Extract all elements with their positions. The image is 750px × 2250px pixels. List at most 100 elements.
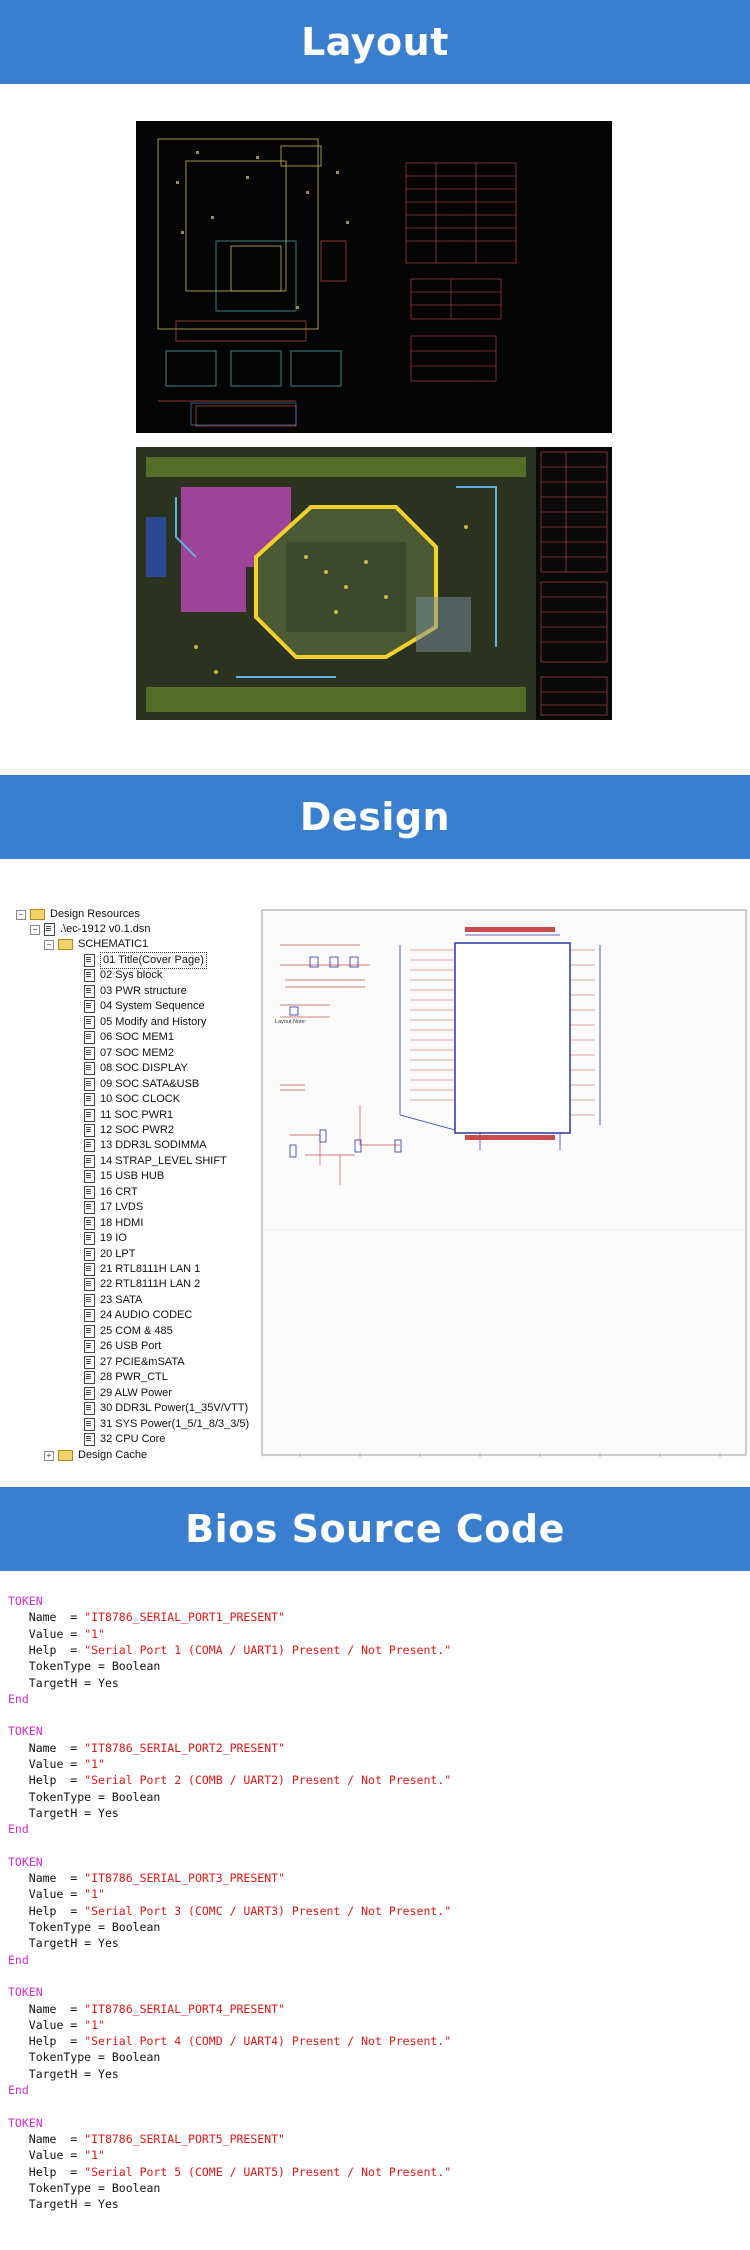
collapse-icon[interactable]: −: [16, 909, 26, 920]
page-icon: [84, 1371, 95, 1385]
dsn-file-icon: [44, 923, 55, 936]
schematic-page-label: 26 USB Port: [100, 1340, 162, 1353]
schematic-page-item[interactable]: 09 SOC SATA&USB: [84, 1077, 199, 1092]
schematic-page-label: 29 ALW Power: [100, 1386, 172, 1399]
code-line: Help = "Serial Port 4 (COMD / UART4) Pre…: [28, 2034, 452, 2049]
token-value: "1": [84, 2148, 105, 2163]
help-key: Help: [28, 2034, 57, 2049]
page-icon: [84, 1263, 95, 1276]
page-icon: [84, 1201, 95, 1215]
token-value: "1": [84, 1887, 105, 1902]
schematic-page-item[interactable]: 06 SOC MEM1: [84, 1030, 174, 1045]
schematic-page-item[interactable]: 22 RTL8111H LAN 2: [84, 1277, 200, 1292]
code-line: TOKEN: [8, 2115, 43, 2131]
schematic-page-item[interactable]: 04 System Sequence: [84, 999, 205, 1014]
schematic-page-item[interactable]: 08 SOC DISPLAY: [84, 1061, 188, 1076]
schematic-page-item[interactable]: 02 Sys block: [84, 968, 162, 983]
collapse-icon[interactable]: −: [44, 939, 54, 950]
schematic-canvas[interactable]: Layout Note:: [260, 905, 750, 1460]
schematic-page-item[interactable]: 15 USB HUB: [84, 1169, 164, 1184]
token-name-value: "IT8786_SERIAL_PORT5_PRESENT": [84, 2131, 285, 2146]
page-icon: [84, 1278, 95, 1292]
token-target-line: TargetH = Yes: [28, 1675, 119, 1690]
code-line: TargetH = Yes: [8, 1805, 119, 1821]
token-help-value: "Serial Port 2 (COMB / UART2) Present / …: [84, 1773, 452, 1788]
schematic-page-item[interactable]: 30 DDR3L Power(1_35V/VTT): [84, 1401, 248, 1416]
schematic-page-item[interactable]: 26 USB Port: [84, 1339, 161, 1354]
page-icon: [84, 1324, 95, 1338]
end-keyword: End: [8, 2083, 29, 2097]
schematic-page-label: 07 SOC MEM2: [100, 1046, 174, 1059]
value-key: Value: [28, 1757, 64, 1771]
pcb-layout-image: [136, 121, 612, 433]
schematic-page-item[interactable]: 14 STRAP_LEVEL SHIFT: [84, 1154, 227, 1169]
tree-dsn-file[interactable]: − .\ec-1912 v0.1.dsn: [30, 922, 151, 937]
schematic-page-item[interactable]: 28 PWR_CTL: [84, 1370, 168, 1385]
schematic-page-item[interactable]: 20 LPT: [84, 1247, 135, 1262]
tree-design-cache[interactable]: + Design Cache: [44, 1448, 147, 1463]
schematic-page-item[interactable]: 03 PWR structure: [84, 984, 187, 999]
schematic-page-item[interactable]: 24 AUDIO CODEC: [84, 1308, 192, 1323]
code-line: TOKEN: [8, 1723, 43, 1739]
token-value: "1": [84, 2017, 105, 2032]
schematic-page-label: 16 CRT: [100, 1185, 138, 1198]
schematic-page-item[interactable]: 27 PCIE&mSATA: [84, 1355, 185, 1370]
schematic-page-item[interactable]: 05 Modify and History: [84, 1015, 206, 1030]
folder-icon: [30, 909, 45, 920]
schematic-page-item[interactable]: 29 ALW Power: [84, 1386, 172, 1401]
tree-root[interactable]: − Design Resources: [16, 907, 140, 922]
schematic-page-item[interactable]: 25 COM & 485: [84, 1324, 173, 1339]
code-line: TargetH = Yes: [8, 2196, 119, 2212]
schematic-page-item[interactable]: 13 DDR3L SODIMMA: [84, 1138, 207, 1153]
schematic-page-item[interactable]: 17 LVDS: [84, 1200, 143, 1215]
code-line: Help = "Serial Port 2 (COMB / UART2) Pre…: [28, 1773, 452, 1788]
code-line: Help = "Serial Port 1 (COMA / UART1) Pre…: [28, 1642, 452, 1657]
design-resources-tree[interactable]: − Design Resources − .\ec-1912 v0.1.dsn …: [10, 905, 261, 1463]
token-help-value: "Serial Port 3 (COMC / UART3) Present / …: [84, 1903, 452, 1918]
schematic-page-item[interactable]: 31 SYS Power(1_5/1_8/3_3/5): [84, 1417, 249, 1432]
schematic-page-item[interactable]: 10 SOC CLOCK: [84, 1092, 180, 1107]
name-key: Name: [28, 1871, 57, 1886]
schematic-page-label: 24 AUDIO CODEC: [100, 1309, 193, 1322]
layout-title: Layout: [301, 20, 449, 64]
token-name-value: "IT8786_SERIAL_PORT1_PRESENT": [84, 1610, 285, 1625]
schematic-page-item[interactable]: 19 IO: [84, 1231, 127, 1246]
code-line: TokenType = Boolean: [8, 1789, 161, 1805]
schematic-page-label: 18 HDMI: [100, 1216, 144, 1229]
schematic-page-item[interactable]: 12 SOC PWR2: [84, 1123, 174, 1138]
schematic-page-label: 23 SATA: [100, 1293, 143, 1306]
code-line: Value = "1": [28, 2017, 105, 2032]
schematic-page-item[interactable]: 32 CPU Core: [84, 1432, 165, 1447]
code-line: Value = "1": [28, 1626, 105, 1641]
bios-code-listing: TOKEN Name = "IT8786_SERIAL_PORT1_PRESEN…: [0, 1591, 750, 2250]
bios-section-header: Bios Source Code: [0, 1487, 750, 1571]
value-key: Value: [28, 2017, 64, 2032]
schematic-page-item[interactable]: 23 SATA: [84, 1293, 142, 1308]
page-icon: [84, 969, 95, 983]
page-icon: [84, 954, 95, 967]
schematic-page-item[interactable]: 21 RTL8111H LAN 1: [84, 1262, 200, 1277]
expand-icon[interactable]: +: [44, 1450, 54, 1461]
token-target-line: TargetH = Yes: [28, 2066, 119, 2081]
schematic-page-label: 05 Modify and History: [100, 1015, 207, 1028]
schematic-page-item[interactable]: 18 HDMI: [84, 1216, 143, 1231]
collapse-icon[interactable]: −: [30, 924, 40, 935]
help-key: Help: [28, 1903, 57, 1918]
schematic-page-item[interactable]: 07 SOC MEM2: [84, 1046, 174, 1061]
tree-cache-label: Design Cache: [78, 1449, 148, 1461]
tree-root-label: Design Resources: [50, 908, 140, 920]
code-line: Name = "IT8786_SERIAL_PORT4_PRESENT": [28, 2001, 285, 2016]
code-line: Name = "IT8786_SERIAL_PORT5_PRESENT": [28, 2131, 285, 2146]
schematic-page-item[interactable]: 16 CRT: [84, 1185, 138, 1200]
value-key: Value: [28, 1887, 64, 1902]
page-icon: [84, 1123, 95, 1137]
tree-schematic[interactable]: − SCHEMATIC1: [44, 937, 148, 952]
page-icon: [84, 1170, 95, 1184]
code-line: TOKEN: [8, 1854, 43, 1870]
schematic-page-item[interactable]: 11 SOC PWR1: [84, 1108, 173, 1123]
schematic-page-label: 19 IO: [100, 1232, 127, 1245]
page-icon: [84, 1154, 95, 1168]
page-icon: [84, 1402, 95, 1416]
value-key: Value: [28, 1626, 64, 1641]
schematic-page-item[interactable]: 01 Title(Cover Page): [84, 952, 207, 969]
